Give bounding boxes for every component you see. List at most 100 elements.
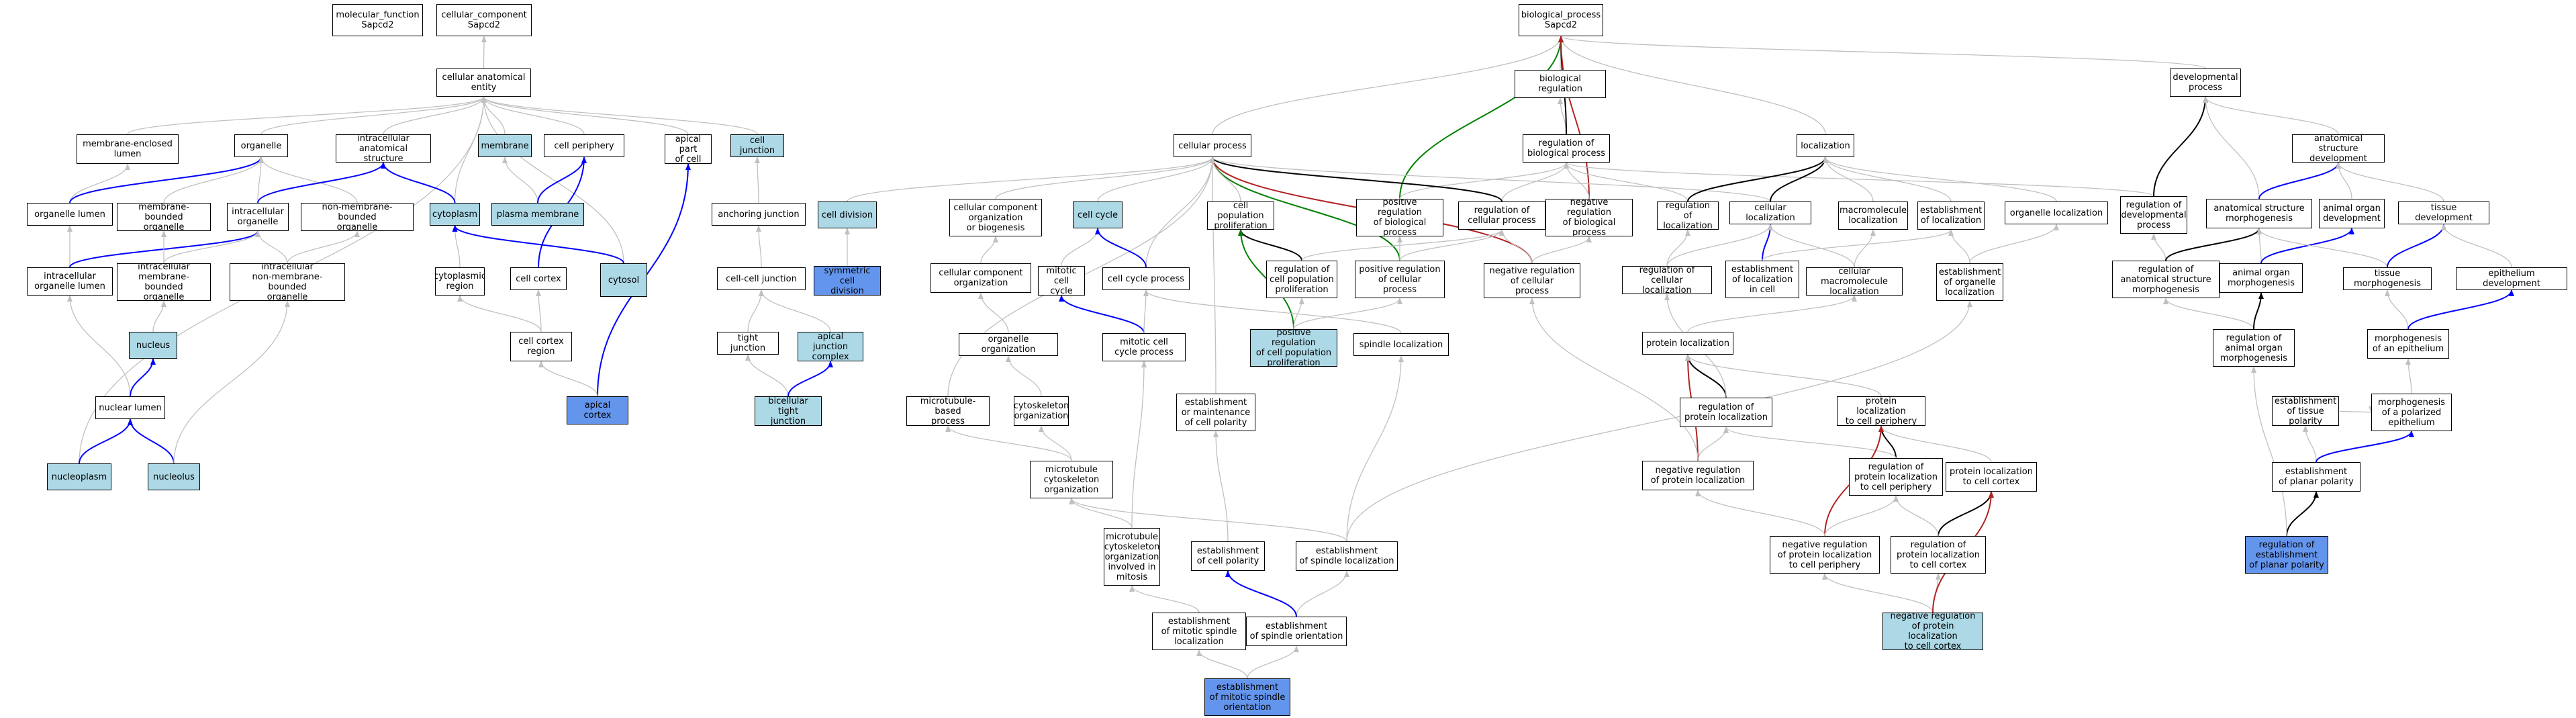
go-term-node-dp[interactable]: developmental process — [2170, 69, 2241, 97]
go-term-node-rasm[interactable]: regulation of anatomical structure morph… — [2112, 261, 2220, 298]
go-term-node-cproc[interactable]: cellular process — [1174, 134, 1251, 157]
go-term-node-nrbp[interactable]: negative regulation of biological proces… — [1545, 199, 1633, 236]
go-term-node-scd[interactable]: symmetric cell division — [814, 266, 881, 296]
go-term-node-cpp[interactable]: cell population proliferation — [1207, 201, 1274, 230]
go-term-node-nrplcp[interactable]: negative regulation of protein localizat… — [1770, 536, 1880, 574]
go-term-node-cdiv[interactable]: cell division — [818, 201, 877, 228]
go-term-node-eolc[interactable]: establishment of localization in cell — [1725, 261, 1799, 298]
go-term-node-mope[interactable]: morphogenesis of a polarized epithelium — [2371, 394, 2452, 431]
go-term-node-plcc[interactable]: protein localization to cell cortex — [1946, 462, 2037, 492]
go-term-node-etp[interactable]: establishment of tissue polarity — [2272, 396, 2339, 426]
go-term-node-loc[interactable]: localization — [1797, 134, 1854, 157]
go-term-node-prcpp[interactable]: positive regulation of cell population p… — [1250, 329, 1337, 367]
go-term-node-rodp[interactable]: regulation of developmental process — [2120, 196, 2187, 234]
go-term-node-mccp[interactable]: mitotic cell cycle process — [1102, 333, 1186, 361]
go-term-node-cc[interactable]: cellular_component Sapcd2 — [436, 4, 532, 36]
go-term-node-ias[interactable]: intracellular anatomical structure — [336, 134, 431, 163]
go-term-node-mem[interactable]: membrane — [478, 134, 532, 157]
go-term-node-ccj[interactable]: cell-cell junction — [717, 267, 806, 290]
go-term-node-tj[interactable]: tight junction — [717, 332, 779, 355]
go-term-node-cml[interactable]: cellular macromolecule localization — [1806, 267, 1903, 296]
go-term-node-ol[interactable]: organelle lumen — [27, 203, 113, 226]
go-term-node-asd[interactable]: anatomical structure development — [2292, 134, 2385, 163]
go-term-node-org[interactable]: organelle — [234, 134, 288, 157]
go-term-node-cj[interactable]: cell junction — [730, 134, 784, 157]
go-term-node-breg[interactable]: biological regulation — [1515, 70, 1606, 98]
go-term-node-pm[interactable]: plasma membrane — [491, 203, 584, 226]
go-term-node-cyto[interactable]: cytoplasm — [430, 203, 480, 226]
go-term-node-ed[interactable]: epithelium development — [2456, 267, 2567, 290]
go-term-node-prbp[interactable]: positive regulation of biological proces… — [1356, 199, 1443, 236]
go-term-node-rcpp[interactable]: regulation of cell population proliferat… — [1266, 261, 1337, 298]
go-term-node-bp[interactable]: biological_process Sapcd2 — [1519, 4, 1603, 36]
go-term-node-moe[interactable]: morphogenesis of an epithelium — [2367, 329, 2449, 359]
go-term-node-io[interactable]: intracellular organelle — [227, 203, 289, 231]
go-term-node-iol[interactable]: intracellular organelle lumen — [27, 267, 113, 296]
go-term-node-cco2[interactable]: cellular component organization — [931, 263, 1031, 293]
go-term-node-co[interactable]: cytoskeleton organization — [1014, 396, 1069, 426]
go-term-node-ncl[interactable]: nucleolus — [148, 463, 200, 490]
go-term-node-emcp[interactable]: establishment or maintenance of cell pol… — [1176, 394, 1255, 431]
go-term-node-mbo[interactable]: membrane-bounded organelle — [117, 203, 211, 231]
go-term-node-raom[interactable]: regulation of animal organ morphogenesis — [2213, 329, 2295, 367]
go-term-node-ccyc[interactable]: cell cycle — [1073, 201, 1123, 228]
go-term-node-ccob[interactable]: cellular component organization or bioge… — [949, 199, 1042, 236]
go-term-node-nrplcc[interactable]: negative regulation of protein localizat… — [1882, 613, 1983, 650]
go-term-node-esl[interactable]: establishment of spindle localization — [1296, 541, 1398, 571]
go-term-node-cp[interactable]: cell periphery — [544, 134, 624, 157]
go-term-node-rcl[interactable]: regulation of cellular localization — [1622, 266, 1712, 294]
go-term-node-eso[interactable]: establishment of spindle orientation — [1246, 617, 1347, 646]
go-term-node-eool[interactable]: establishment of organelle localization — [1936, 263, 2003, 301]
go-term-node-ajc[interactable]: apical junction complex — [798, 332, 863, 361]
go-term-node-rocp[interactable]: regulation of cellular process — [1458, 201, 1545, 230]
go-term-node-cloc[interactable]: cellular localization — [1729, 201, 1811, 224]
go-term-node-mco[interactable]: microtubule cytoskeleton organization — [1030, 461, 1113, 498]
go-term-node-emso[interactable]: establishment of mitotic spindle orienta… — [1204, 678, 1290, 716]
go-term-node-rplcc[interactable]: regulation of protein localization to ce… — [1891, 536, 1986, 574]
go-term-node-mcom[interactable]: microtubule cytoskeleton organization in… — [1104, 528, 1160, 586]
go-term-node-robp[interactable]: regulation of biological process — [1523, 134, 1610, 163]
go-term-node-orgl[interactable]: organelle localization — [2005, 201, 2108, 224]
go-term-node-oo[interactable]: organelle organization — [959, 333, 1058, 356]
go-term-node-npl[interactable]: nucleoplasm — [47, 463, 111, 490]
go-term-node-nuc[interactable]: nucleus — [129, 332, 177, 359]
go-term-node-aom[interactable]: animal organ morphogenesis — [2220, 263, 2303, 293]
go-term-node-btj[interactable]: bicellular tight junction — [755, 396, 822, 426]
go-term-node-mf[interactable]: molecular_function Sapcd2 — [332, 4, 423, 36]
go-term-node-td[interactable]: tissue development — [2398, 201, 2489, 224]
go-term-node-tm[interactable]: tissue morphogenesis — [2343, 267, 2432, 290]
go-term-node-inmbo[interactable]: intracellular non-membrane-bounded organ… — [230, 263, 345, 301]
go-term-node-nl[interactable]: nuclear lumen — [95, 396, 165, 419]
go-term-node-plcp[interactable]: protein localization to cell periphery — [1837, 396, 1925, 426]
go-term-node-cco[interactable]: cell cortex — [510, 267, 567, 290]
go-term-node-nmbo[interactable]: non-membrane-bounded organelle — [301, 203, 414, 231]
go-term-node-sl[interactable]: spindle localization — [1353, 333, 1449, 356]
go-term-node-mbp[interactable]: microtubule-based process — [906, 396, 990, 426]
go-term-node-mel[interactable]: membrane-enclosed lumen — [77, 134, 179, 164]
go-term-node-epp[interactable]: establishment of planar polarity — [2272, 462, 2360, 492]
go-term-node-acx[interactable]: apical cortex — [567, 396, 628, 424]
go-term-node-nrpl[interactable]: negative regulation of protein localizat… — [1642, 461, 1754, 490]
go-term-node-ropl[interactable]: regulation of protein localization — [1680, 398, 1772, 427]
go-term-node-mcc[interactable]: mitotic cell cycle — [1038, 266, 1085, 296]
go-term-node-ecp[interactable]: establishment of cell polarity — [1191, 541, 1265, 571]
go-term-node-cyl[interactable]: cytosol — [600, 263, 647, 297]
go-term-node-aj[interactable]: anchoring junction — [712, 203, 806, 226]
go-term-node-cr[interactable]: cytoplasmic region — [435, 267, 485, 296]
go-term-node-aod[interactable]: animal organ development — [2319, 199, 2385, 228]
go-term-node-imbo[interactable]: intracellular membrane-bounded organelle — [117, 263, 211, 301]
go-term-node-cae[interactable]: cellular anatomical entity — [436, 69, 531, 97]
go-term-node-asm[interactable]: anatomical structure morphogenesis — [2206, 199, 2312, 228]
go-term-node-emsl[interactable]: establishment of mitotic spindle localiz… — [1152, 613, 1246, 650]
go-term-node-nrcp[interactable]: negative regulation of cellular process — [1484, 263, 1580, 298]
go-term-node-reepp[interactable]: regulation of establishment of planar po… — [2245, 536, 2328, 574]
go-term-node-apc[interactable]: apical part of cell — [665, 134, 712, 164]
go-term-node-prcp[interactable]: positive regulation of cellular process — [1355, 261, 1445, 298]
go-term-node-pl[interactable]: protein localization — [1642, 332, 1733, 355]
go-term-node-rplcp[interactable]: regulation of protein localization to ce… — [1849, 458, 1943, 496]
go-term-node-ccp[interactable]: cell cycle process — [1102, 267, 1190, 290]
go-term-node-eol[interactable]: establishment of localization — [1917, 201, 1985, 230]
go-term-node-rol[interactable]: regulation of localization — [1657, 201, 1719, 230]
go-term-node-ccr[interactable]: cell cortex region — [510, 332, 572, 361]
go-term-node-mml[interactable]: macromolecule localization — [1838, 201, 1908, 230]
